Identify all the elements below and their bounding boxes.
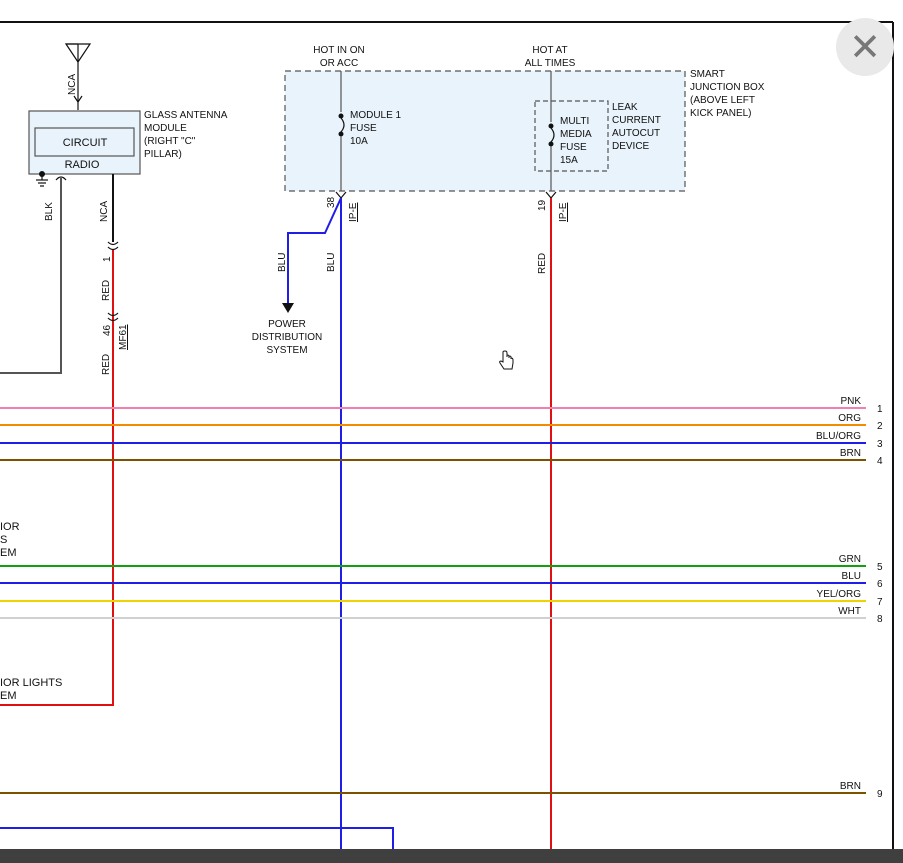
- hot-at-label-2: ALL TIMES: [525, 58, 576, 69]
- circuit-box: [34, 127, 135, 157]
- close-icon: ✕: [849, 25, 881, 69]
- power-distribution-label-2: DISTRIBUTION: [252, 332, 323, 343]
- radio-label: RADIO: [65, 159, 100, 171]
- hot-in-on-label-1: HOT IN ON: [313, 45, 364, 56]
- bus-number-5: 5: [877, 562, 883, 573]
- antenna-module-name-2: MODULE: [144, 123, 187, 134]
- junction-box-name-4: KICK PANEL): [690, 108, 752, 119]
- media-fuse-label-4: 15A: [560, 155, 578, 166]
- circuit-label: CIRCUIT: [63, 137, 108, 149]
- fuse2-pin-bottom: [548, 141, 554, 147]
- leak-device-label-4: DEVICE: [612, 141, 650, 152]
- power-distribution-label-1: POWER: [268, 319, 306, 330]
- bus-label-1: PNK: [840, 396, 861, 407]
- blk-connector: [55, 176, 67, 181]
- close-button[interactable]: ✕: [836, 18, 894, 76]
- module-fuse-label-3: 10A: [350, 136, 368, 147]
- hot-in-on-label-2: OR ACC: [320, 58, 358, 69]
- antenna-module-name-1: GLASS ANTENNA: [144, 110, 228, 121]
- junction-box: [284, 70, 686, 192]
- nca-wire-label: NCA: [99, 201, 110, 222]
- bus-label-7: YEL/ORG: [817, 589, 862, 600]
- antenna-module-name-3: (RIGHT "C": [144, 136, 196, 147]
- antenna-connector: [73, 95, 83, 104]
- red-label-2: RED: [101, 354, 112, 375]
- module-fuse-symbol: [340, 117, 345, 133]
- antenna-nca-label: NCA: [67, 74, 78, 95]
- bus-number-9: 9: [877, 789, 883, 800]
- leak-device-box: [534, 100, 609, 172]
- bus-number-1: 1: [877, 404, 883, 415]
- bus-label-8: WHT: [838, 606, 861, 617]
- bus-number-3: 3: [877, 439, 883, 450]
- fuse1-pin-top: [338, 113, 344, 119]
- interior-label-2: S: [0, 534, 7, 546]
- pin-38-label: 38: [326, 196, 337, 208]
- pin-46-label: 46: [102, 324, 113, 336]
- blu-branch-label: BLU: [277, 253, 288, 272]
- bus-number-2: 2: [877, 421, 883, 432]
- connector-mf61-label: MF61: [118, 324, 129, 350]
- media-fuse-label-2: MEDIA: [560, 129, 592, 140]
- blu-feed-label: BLU: [326, 253, 337, 272]
- pin-1-connector-bottom: [107, 246, 119, 251]
- bus-number-7: 7: [877, 597, 883, 608]
- bus-number-8: 8: [877, 614, 883, 625]
- mf61-connector-top: [107, 312, 119, 317]
- pin-1-connector-top: [107, 241, 119, 246]
- bus-label-6: BLU: [842, 571, 861, 582]
- media-fuse-label-1: MULTI: [560, 116, 589, 127]
- pin-19-label: 19: [537, 199, 548, 211]
- pin-1-label: 1: [102, 256, 113, 262]
- interior-label-3: EM: [0, 547, 17, 559]
- media-fuse-label-3: FUSE: [560, 142, 587, 153]
- antenna-module-name-4: PILLAR): [144, 149, 182, 160]
- blu-branch-wire: [287, 197, 342, 305]
- mf61-connector-bottom: [107, 317, 119, 322]
- media-fuse-symbol: [550, 127, 555, 143]
- interior-lights-label-2: EM: [0, 690, 17, 702]
- bus-label-2: ORG: [838, 413, 861, 424]
- leak-device-label-1: LEAK: [612, 102, 638, 113]
- blu-bottom-wire: [0, 827, 394, 850]
- hand-cursor-icon: [499, 350, 514, 370]
- power-distribution-label-3: SYSTEM: [266, 345, 307, 356]
- blk-label: BLK: [44, 202, 55, 221]
- connector-ipe-2: IP-E: [558, 202, 569, 222]
- junction-box-name-1: SMART: [690, 69, 725, 80]
- connector-ipe-1: IP-E: [348, 202, 359, 222]
- bottom-toolbar: [0, 849, 903, 863]
- module-fuse-label-2: FUSE: [350, 123, 377, 134]
- interior-label-1: IOR: [0, 521, 20, 533]
- fuse1-pin-bottom: [338, 131, 344, 137]
- bus-label-9: BRN: [840, 781, 861, 792]
- leak-device-label-2: CURRENT: [612, 115, 661, 126]
- bus-label-3: BLU/ORG: [816, 431, 861, 442]
- junction-box-name-3: (ABOVE LEFT: [690, 95, 755, 106]
- bus-label-5: GRN: [839, 554, 861, 565]
- bus-number-6: 6: [877, 579, 883, 590]
- bus-label-4: BRN: [840, 448, 861, 459]
- red-label-1: RED: [101, 280, 112, 301]
- hot-at-label-1: HOT AT: [532, 45, 567, 56]
- fuse2-pin-top: [548, 123, 554, 129]
- connector-19-chevron: [545, 191, 557, 199]
- power-arrow: [282, 303, 294, 313]
- blk-wire: [0, 178, 62, 374]
- red-feed-label: RED: [537, 253, 548, 274]
- red-antenna-wire: [0, 250, 114, 706]
- junction-box-name-2: JUNCTION BOX: [690, 82, 765, 93]
- module-fuse-label-1: MODULE 1: [350, 110, 402, 121]
- connector-38-chevron: [335, 191, 347, 199]
- leak-device-label-3: AUTOCUT: [612, 128, 660, 139]
- bus-number-4: 4: [877, 456, 883, 467]
- interior-lights-label-1: IOR LIGHTS: [0, 677, 62, 689]
